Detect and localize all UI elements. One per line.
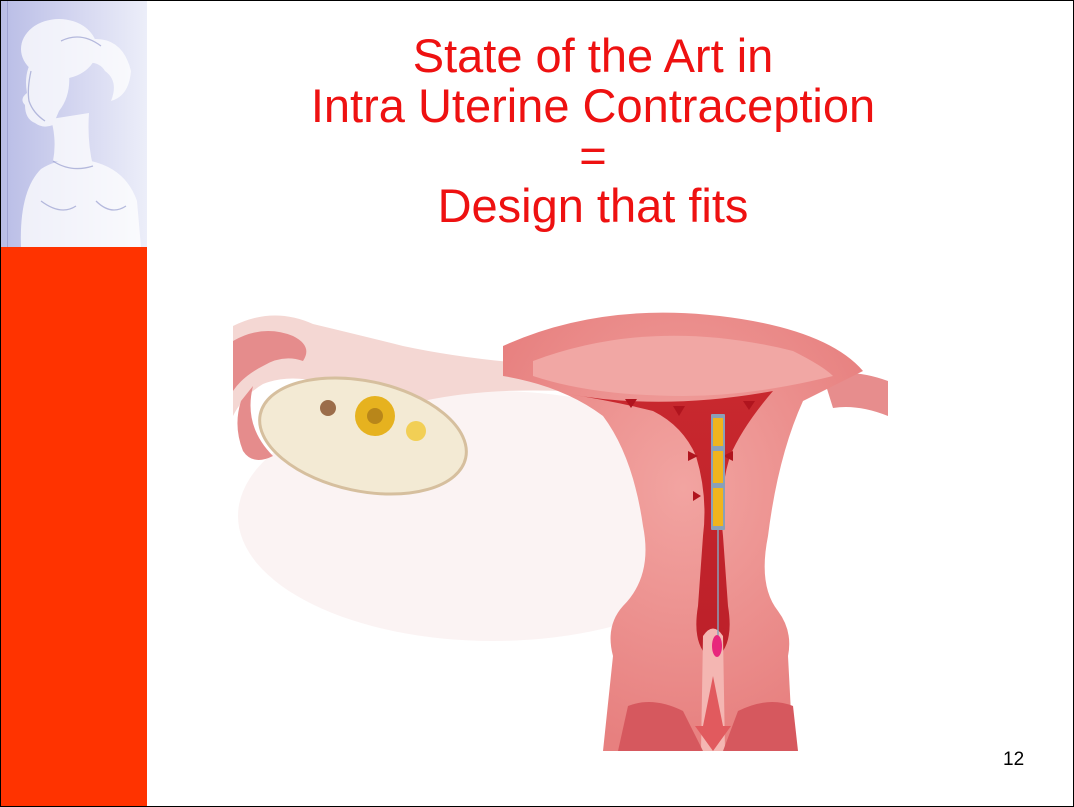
woman-bust-icon xyxy=(1,1,147,247)
side-divider xyxy=(7,1,8,247)
page-number: 12 xyxy=(1003,749,1024,771)
title-line-3: = xyxy=(147,131,1039,181)
slide-title: State of the Art in Intra Uterine Contra… xyxy=(147,31,1039,231)
side-band-bottom xyxy=(1,247,147,806)
title-line-1: State of the Art in xyxy=(147,31,1039,81)
title-line-4: Design that fits xyxy=(147,181,1039,231)
title-line-2: Intra Uterine Contraception xyxy=(147,81,1039,131)
uterus-with-iud-illustration xyxy=(233,306,888,751)
side-band-top xyxy=(1,1,147,247)
